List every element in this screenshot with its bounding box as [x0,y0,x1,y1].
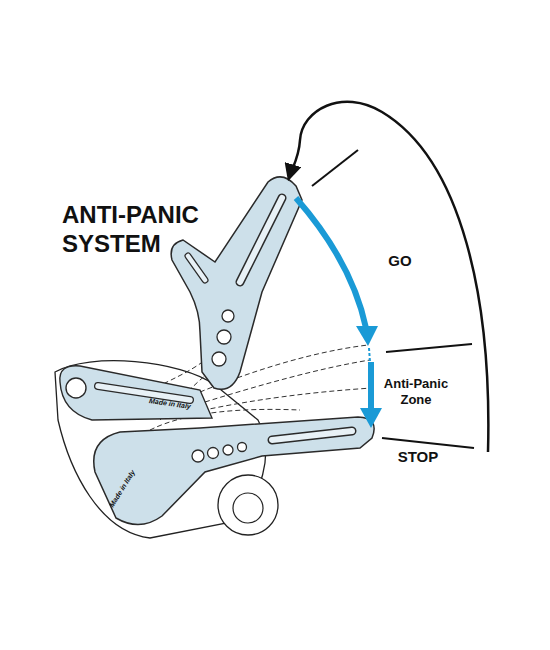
device-ring-hole [233,493,263,523]
zone-label: GO [380,252,420,270]
side-plate [60,366,212,420]
handle-slot [240,198,282,282]
go-travel-arrow [296,198,366,328]
zone-divider [382,438,474,448]
arrowhead [356,326,378,346]
zone-divider [386,344,472,352]
zone-label: Anti-Panic Zone [376,376,456,408]
plate-slot [98,386,190,400]
zone-divider [312,150,358,186]
handle-slot [188,256,205,280]
handle-slot [272,431,352,440]
handle-slot [188,256,205,280]
arrowhead [360,408,382,428]
arrow-link [369,348,370,362]
handle-stop-position [94,417,374,525]
zone-label: STOP [388,448,448,466]
device-ring [218,475,278,535]
pivot-hole [66,378,86,398]
handle-holes [212,310,234,366]
anti-panic-travel-arrow [368,362,374,410]
handle-slot [240,198,282,282]
diagram-title: ANTI-PANIC SYSTEM [62,200,237,258]
handle-holes [192,443,247,463]
plate-slot [98,386,190,400]
handle-slot [272,431,352,440]
range-arc [289,102,488,452]
